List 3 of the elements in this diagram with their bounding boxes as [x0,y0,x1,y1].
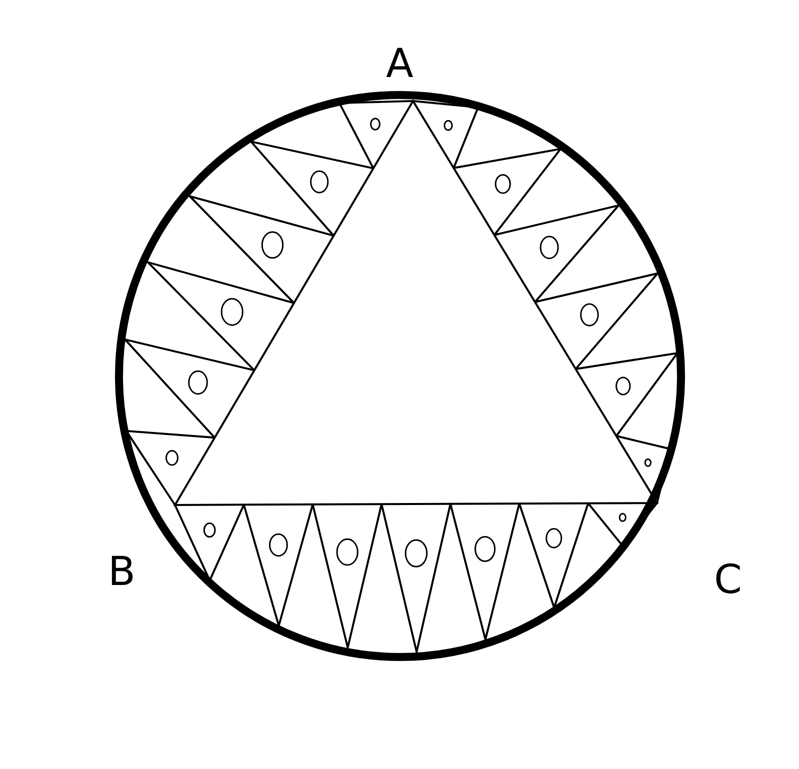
vertex-label: B [108,552,136,592]
vertex-label: A [386,44,414,84]
vertex-label: C [714,560,742,600]
